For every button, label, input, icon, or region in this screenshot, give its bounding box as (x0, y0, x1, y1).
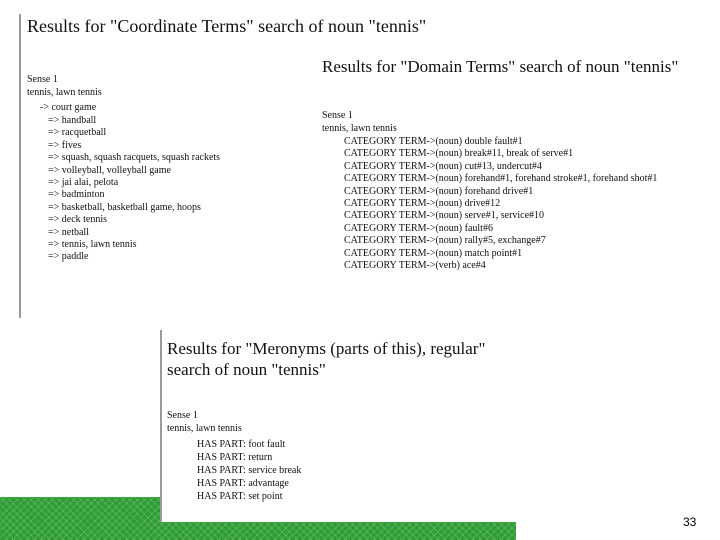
domain-title: Results for "Domain Terms" search of nou… (322, 57, 679, 76)
meronym-panel (160, 330, 516, 522)
footer-page-box (516, 497, 720, 540)
list-item: CATEGORY TERM->(noun) forehand drive#1 (344, 185, 534, 197)
list-item: HAS PART: foot fault (197, 439, 286, 450)
list-item: => paddle (48, 251, 89, 263)
coordinate-sense: Sense 1 (27, 74, 58, 85)
list-item: CATEGORY TERM->(noun) match point#1 (344, 247, 523, 259)
meronym-list: HAS PART: foot fault HAS PART: return HA… (197, 439, 301, 504)
list-item: => tennis, lawn tennis (48, 238, 137, 250)
meronym-panel-border (160, 330, 162, 522)
list-item: CATEGORY TERM->(noun) fault#6 (344, 222, 493, 234)
list-item: => badminton (48, 189, 105, 201)
meronym-sense: Sense 1 (167, 410, 198, 421)
list-item: HAS PART: set point (197, 491, 283, 502)
list-item: CATEGORY TERM->(noun) cut#13, undercut#4 (344, 160, 542, 172)
list-item: CATEGORY TERM->(noun) serve#1, service#1… (344, 210, 545, 222)
domain-sense: Sense 1 (322, 110, 353, 121)
coordinate-parent: -> court game (40, 102, 97, 113)
list-item: CATEGORY TERM->(verb) ace#4 (344, 259, 486, 271)
list-item: => basketball, basketball game, hoops (48, 201, 201, 213)
list-item: HAS PART: service break (197, 465, 302, 476)
list-item: CATEGORY TERM->(noun) rally#5, exchange#… (344, 235, 546, 247)
coordinate-panel-border (19, 14, 21, 318)
list-item: CATEGORY TERM->(noun) break#11, break of… (344, 148, 574, 160)
domain-synset: tennis, lawn tennis (322, 123, 397, 134)
list-item: => fives (48, 139, 82, 151)
list-item: CATEGORY TERM->(noun) drive#12 (344, 197, 501, 209)
meronym-synset: tennis, lawn tennis (167, 423, 242, 434)
coordinate-synset: tennis, lawn tennis (27, 87, 102, 98)
list-item: => handball (48, 115, 97, 126)
coordinate-list: => handball => racquetball => fives => s… (48, 115, 220, 264)
meronym-title-line2: search of noun "tennis" (167, 360, 326, 379)
list-item: => deck tennis (48, 214, 108, 226)
list-item: => netball (48, 226, 89, 238)
list-item: => squash, squash racquets, squash racke… (48, 152, 221, 164)
page-number: 33 (683, 515, 697, 529)
list-item: => jai alai, pelota (48, 176, 119, 188)
meronym-title-line1: Results for "Meronyms (parts of this), r… (167, 339, 486, 358)
list-item: CATEGORY TERM->(noun) forehand#1, foreha… (344, 173, 658, 185)
domain-list: CATEGORY TERM->(noun) double fault#1 CAT… (344, 136, 657, 272)
list-item: CATEGORY TERM->(noun) double fault#1 (344, 136, 523, 147)
list-item: => volleyball, volleyball game (48, 164, 171, 176)
coordinate-title: Results for "Coordinate Terms" search of… (27, 16, 427, 36)
list-item: HAS PART: return (197, 452, 273, 463)
list-item: => racquetball (48, 127, 107, 139)
list-item: HAS PART: advantage (197, 478, 289, 489)
